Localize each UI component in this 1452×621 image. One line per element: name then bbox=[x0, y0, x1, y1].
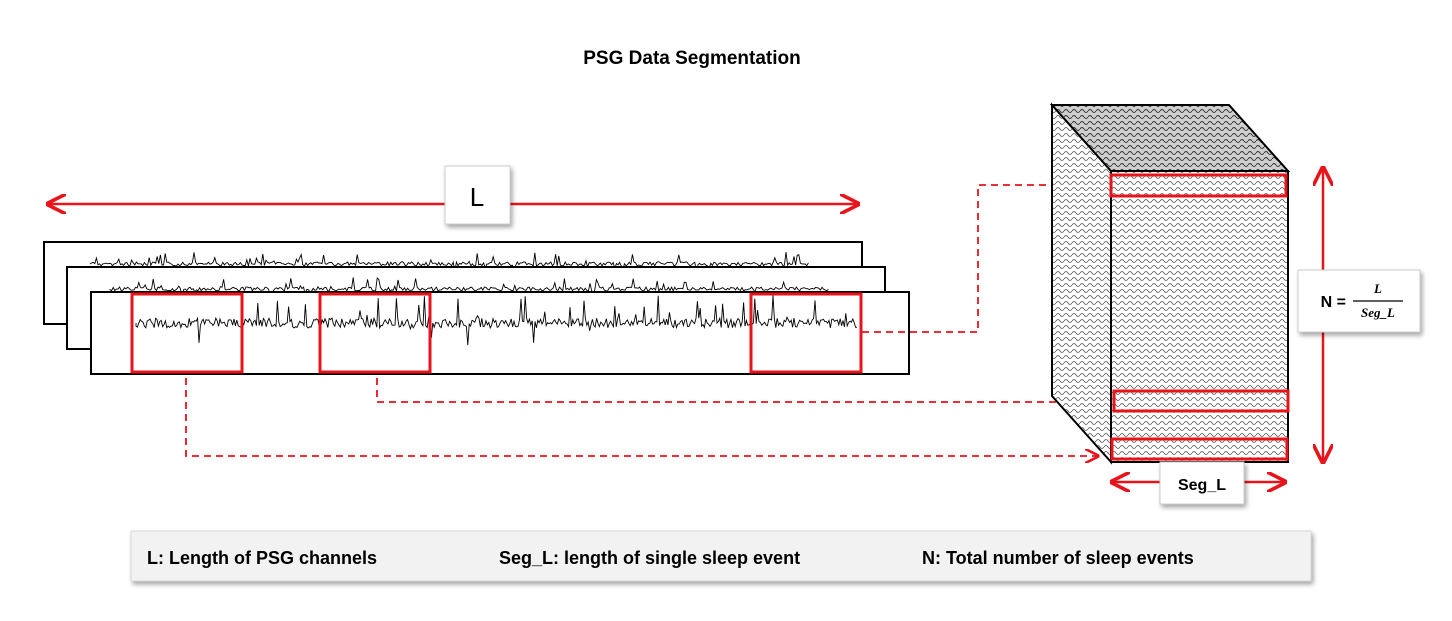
legend-item-segment: Seg_L: length of single sleep event bbox=[499, 548, 800, 568]
segment-window-1 bbox=[130, 292, 244, 374]
diagram-title: PSG Data Segmentation bbox=[583, 48, 801, 69]
segment-length-label: Seg_L bbox=[1178, 477, 1226, 494]
segment-connectors bbox=[185, 185, 1100, 456]
segment-window-3 bbox=[749, 292, 863, 374]
formula-denominator: Seg_L bbox=[1361, 305, 1395, 320]
channel-panel-front bbox=[90, 291, 910, 375]
segment-length-box: Seg_L bbox=[1159, 461, 1245, 505]
cube-event-row-top bbox=[1109, 173, 1288, 198]
segment-window-2 bbox=[318, 292, 432, 374]
cube-front-face bbox=[1110, 170, 1289, 463]
signal-trace-back bbox=[89, 252, 809, 273]
formula-numerator: L bbox=[1373, 281, 1382, 296]
signal-trace-middle bbox=[109, 277, 829, 298]
formula-box: N = L Seg_L bbox=[1297, 269, 1421, 333]
connector-bottom bbox=[185, 378, 1098, 456]
length-label-box: L bbox=[444, 165, 511, 225]
psg-channel-stack bbox=[43, 241, 910, 375]
segment-cube bbox=[1049, 102, 1291, 465]
legend-item-length: L: Length of PSG channels bbox=[147, 548, 377, 568]
formula-lhs: N = bbox=[1321, 294, 1346, 311]
connector-middle bbox=[376, 378, 1100, 402]
signal-trace-front bbox=[135, 295, 857, 346]
cube-event-row-middle bbox=[1112, 389, 1290, 413]
legend-item-count: N: Total number of sleep events bbox=[922, 548, 1194, 568]
legend-bar: L: Length of PSG channels Seg_L: length … bbox=[130, 530, 1312, 582]
cube-event-row-bottom bbox=[1110, 437, 1289, 461]
length-label: L bbox=[470, 182, 484, 212]
